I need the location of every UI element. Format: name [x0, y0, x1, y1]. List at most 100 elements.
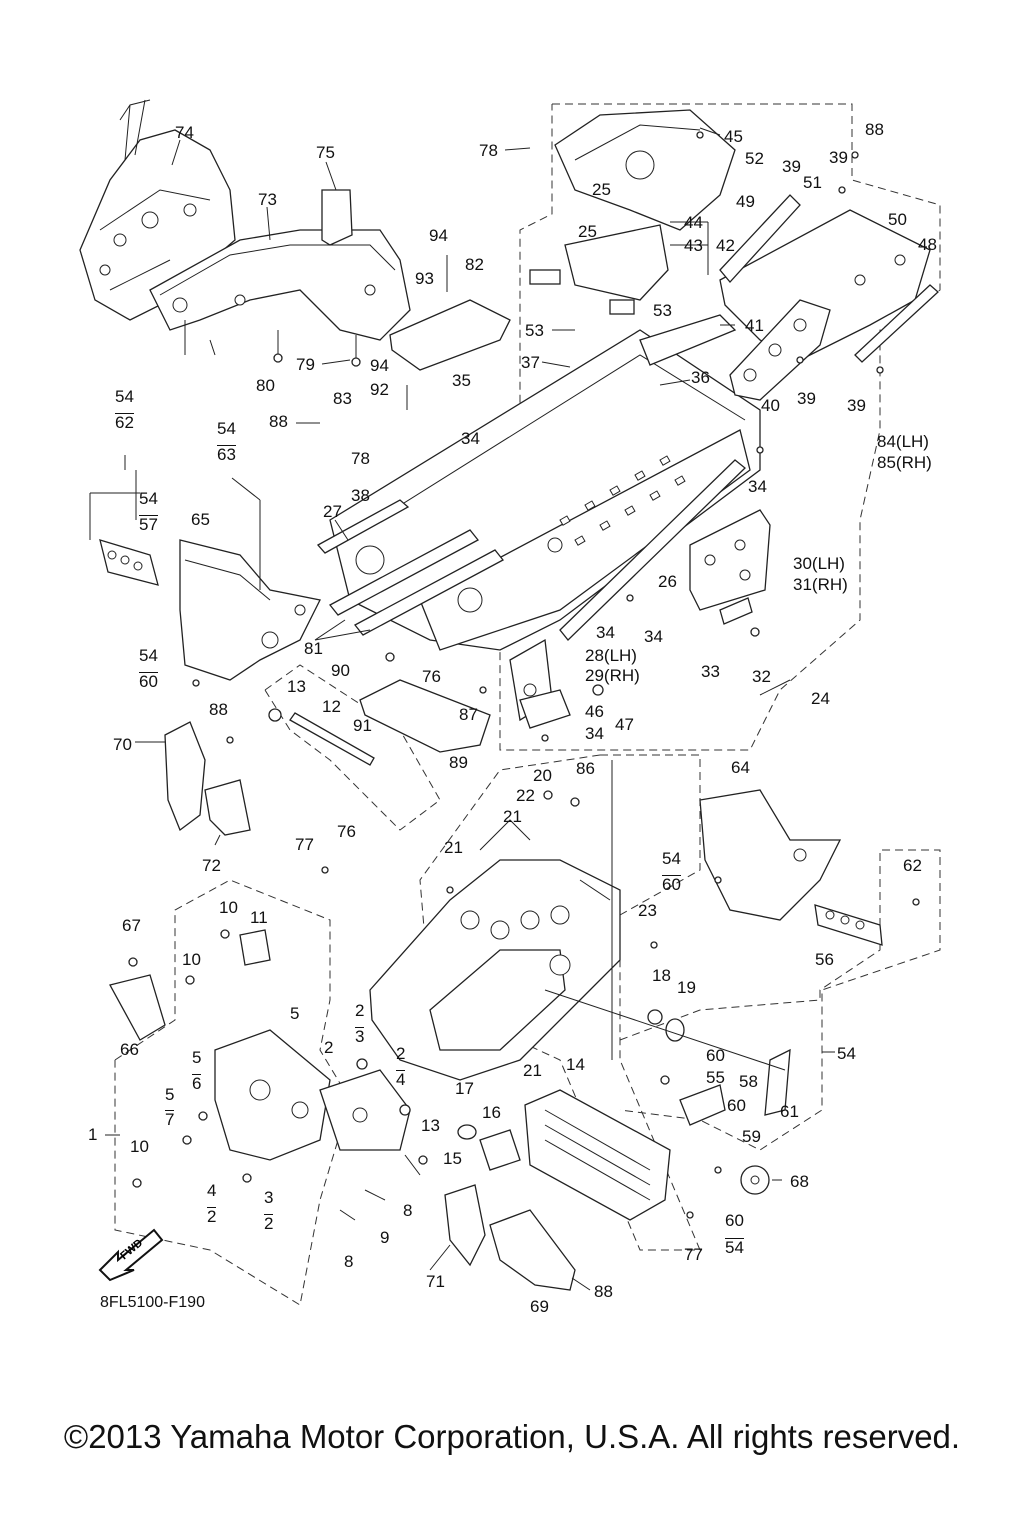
plate-93	[389, 299, 511, 371]
callout-41: 41	[745, 316, 764, 335]
callout-49: 49	[736, 192, 755, 211]
exploded-parts-diagram	[79, 99, 941, 1306]
callout-74: 74	[175, 123, 194, 142]
copyright-notice: ©2013 Yamaha Motor Corporation, U.S.A. A…	[63, 1418, 961, 1455]
callout-89: 89	[449, 753, 468, 772]
callout-7: 7	[165, 1110, 175, 1129]
callout-50: 50	[888, 210, 907, 229]
callout-53: 53	[653, 301, 672, 320]
callout-88: 88	[209, 700, 228, 719]
callout-36: 36	[691, 368, 710, 387]
callout-23: 23	[638, 901, 657, 920]
callout-3: 3	[355, 1027, 365, 1046]
rear-bracket-25	[554, 109, 736, 231]
callout-76: 76	[422, 667, 441, 686]
callout-26: 26	[658, 572, 677, 591]
callout-35: 35	[452, 371, 471, 390]
callout-88: 88	[865, 120, 884, 139]
cover-70	[164, 721, 206, 832]
callout-54: 54	[115, 387, 134, 406]
forward-arrow-icon: FWD	[96, 1226, 164, 1282]
callout-60: 60	[139, 672, 158, 691]
rail-27	[316, 499, 410, 554]
callout-80: 80	[256, 376, 275, 395]
callout-17: 17	[455, 1079, 474, 1098]
callout-39: 39	[797, 389, 816, 408]
callout-62: 62	[903, 856, 922, 875]
plate-56	[814, 904, 883, 946]
callout-70: 70	[113, 735, 132, 754]
bracket-25b	[529, 224, 669, 315]
callout-32: 32	[752, 667, 771, 686]
callout-59: 59	[742, 1127, 761, 1146]
callout-47: 47	[615, 715, 634, 734]
callout-34: 34	[748, 477, 767, 496]
callout-44: 44	[684, 213, 703, 232]
chassis-bulkhead	[369, 819, 621, 1081]
callout-86: 86	[576, 759, 595, 778]
bracket-11	[239, 929, 271, 966]
callout-18: 18	[652, 966, 671, 985]
callout-57: 57	[139, 515, 158, 534]
rail-49	[719, 194, 801, 283]
tunnel-vent-holes	[559, 455, 686, 546]
bolt-9	[364, 1189, 386, 1201]
callout-21: 21	[503, 807, 522, 826]
callout-20: 20	[533, 766, 552, 785]
callout-31-rh: 31(RH)	[793, 575, 848, 594]
diagram-code: 8FL5100-F190	[100, 1294, 205, 1311]
callout-94: 94	[429, 226, 448, 245]
callout-54: 54	[662, 849, 681, 868]
callout-5: 5	[290, 1004, 300, 1023]
heat-exchanger-14	[524, 1089, 671, 1221]
callout-2: 2	[324, 1038, 334, 1057]
callout-34: 34	[596, 623, 615, 642]
bracket-75	[321, 189, 353, 246]
callout-52: 52	[745, 149, 764, 168]
callout-16: 16	[482, 1103, 501, 1122]
callout-48: 48	[918, 235, 937, 254]
callout-68: 68	[790, 1172, 809, 1191]
callout-87: 87	[459, 705, 478, 724]
callout-11: 11	[250, 908, 268, 927]
callout-54: 54	[139, 646, 158, 665]
callout-54: 54	[139, 489, 158, 508]
group-boundary-24	[459, 103, 941, 751]
callout-76: 76	[337, 822, 356, 841]
callout-2: 2	[396, 1044, 406, 1063]
callout-13: 13	[421, 1116, 440, 1135]
callout-82: 82	[465, 255, 484, 274]
callout-58: 58	[739, 1072, 758, 1091]
callout-65: 65	[191, 510, 210, 529]
callout-4: 4	[396, 1070, 406, 1089]
callout-69: 69	[530, 1297, 549, 1316]
plate-57	[99, 539, 159, 586]
callout-71: 71	[426, 1272, 445, 1291]
callout-10: 10	[219, 898, 238, 917]
callout-60: 60	[727, 1096, 746, 1115]
callout-60: 60	[662, 875, 681, 894]
callout-66: 66	[120, 1040, 139, 1059]
callout-54: 54	[217, 419, 236, 438]
callout-53: 53	[525, 321, 544, 340]
callout-10: 10	[130, 1137, 149, 1156]
callout-12: 12	[322, 697, 341, 716]
callout-79: 79	[296, 355, 315, 374]
callout-45: 45	[724, 127, 743, 146]
callout-93: 93	[415, 269, 434, 288]
callout-78: 78	[351, 449, 370, 468]
bolt-8a	[339, 1209, 356, 1221]
bracket-40-41	[639, 299, 831, 401]
callout-8: 8	[403, 1201, 413, 1220]
crossmember-50	[719, 209, 931, 361]
callout-9: 9	[380, 1228, 390, 1247]
callout-43: 43	[684, 236, 703, 255]
bearing-18	[647, 1009, 663, 1025]
callout-34: 34	[644, 627, 663, 646]
callout-4: 4	[207, 1181, 217, 1200]
side-panel-65	[179, 539, 321, 681]
callout-67: 67	[122, 916, 141, 935]
bolts-upper	[273, 255, 448, 410]
hub-68	[740, 1165, 770, 1195]
side-bracket-30-31	[689, 509, 771, 611]
